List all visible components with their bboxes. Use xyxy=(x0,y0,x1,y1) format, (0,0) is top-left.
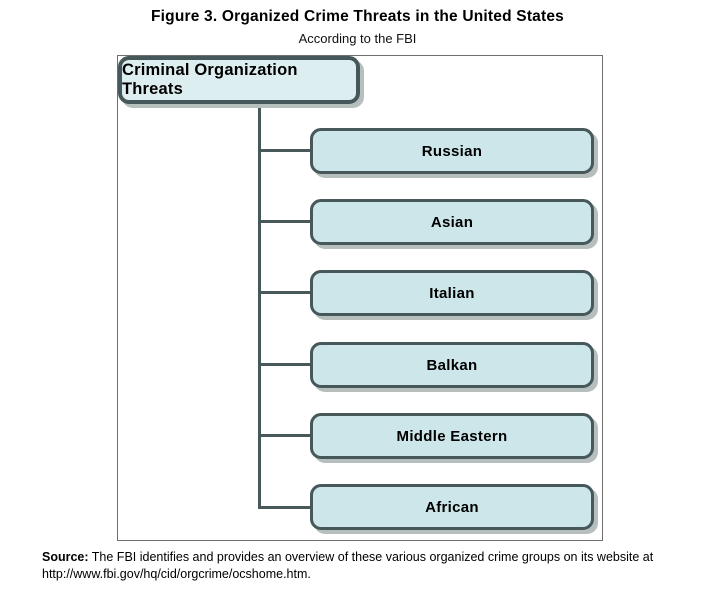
source-label: Source: xyxy=(42,550,89,564)
connector-branch-balkan xyxy=(258,363,311,366)
node-african: African xyxy=(310,484,594,530)
node-label: Balkan xyxy=(426,356,478,374)
node-asian: Asian xyxy=(310,199,594,245)
source-text-line1: The FBI identifies and provides an overv… xyxy=(91,550,654,564)
connector-branch-asian xyxy=(258,220,311,223)
source-note: Source: The FBI identifies and provides … xyxy=(42,549,702,583)
connector-branch-russian xyxy=(258,149,311,152)
figure-title: Figure 3. Organized Crime Threats in the… xyxy=(150,8,565,25)
connector-branch-african xyxy=(258,506,311,509)
connector-branch-middle-eastern xyxy=(258,434,311,437)
node-label: Middle Eastern xyxy=(396,427,508,445)
node-russian: Russian xyxy=(310,128,594,174)
connector-vertical-line xyxy=(258,104,261,509)
root-node-label: Criminal Organization Threats xyxy=(122,61,298,98)
node-middle-eastern: Middle Eastern xyxy=(310,413,594,459)
figure-subtitle: According to the FBI xyxy=(298,31,417,46)
node-italian: Italian xyxy=(310,270,594,316)
node-label: Russian xyxy=(421,142,483,160)
root-node-criminal-organization-threats: Criminal Organization Threats xyxy=(118,56,360,104)
connector-branch-italian xyxy=(258,291,311,294)
source-text-line2: http://www.fbi.gov/hq/cid/orgcrime/ocsho… xyxy=(42,567,311,581)
node-label: Asian xyxy=(430,213,474,231)
node-label: African xyxy=(425,498,479,516)
node-label: Italian xyxy=(429,284,475,302)
node-balkan: Balkan xyxy=(310,342,594,388)
